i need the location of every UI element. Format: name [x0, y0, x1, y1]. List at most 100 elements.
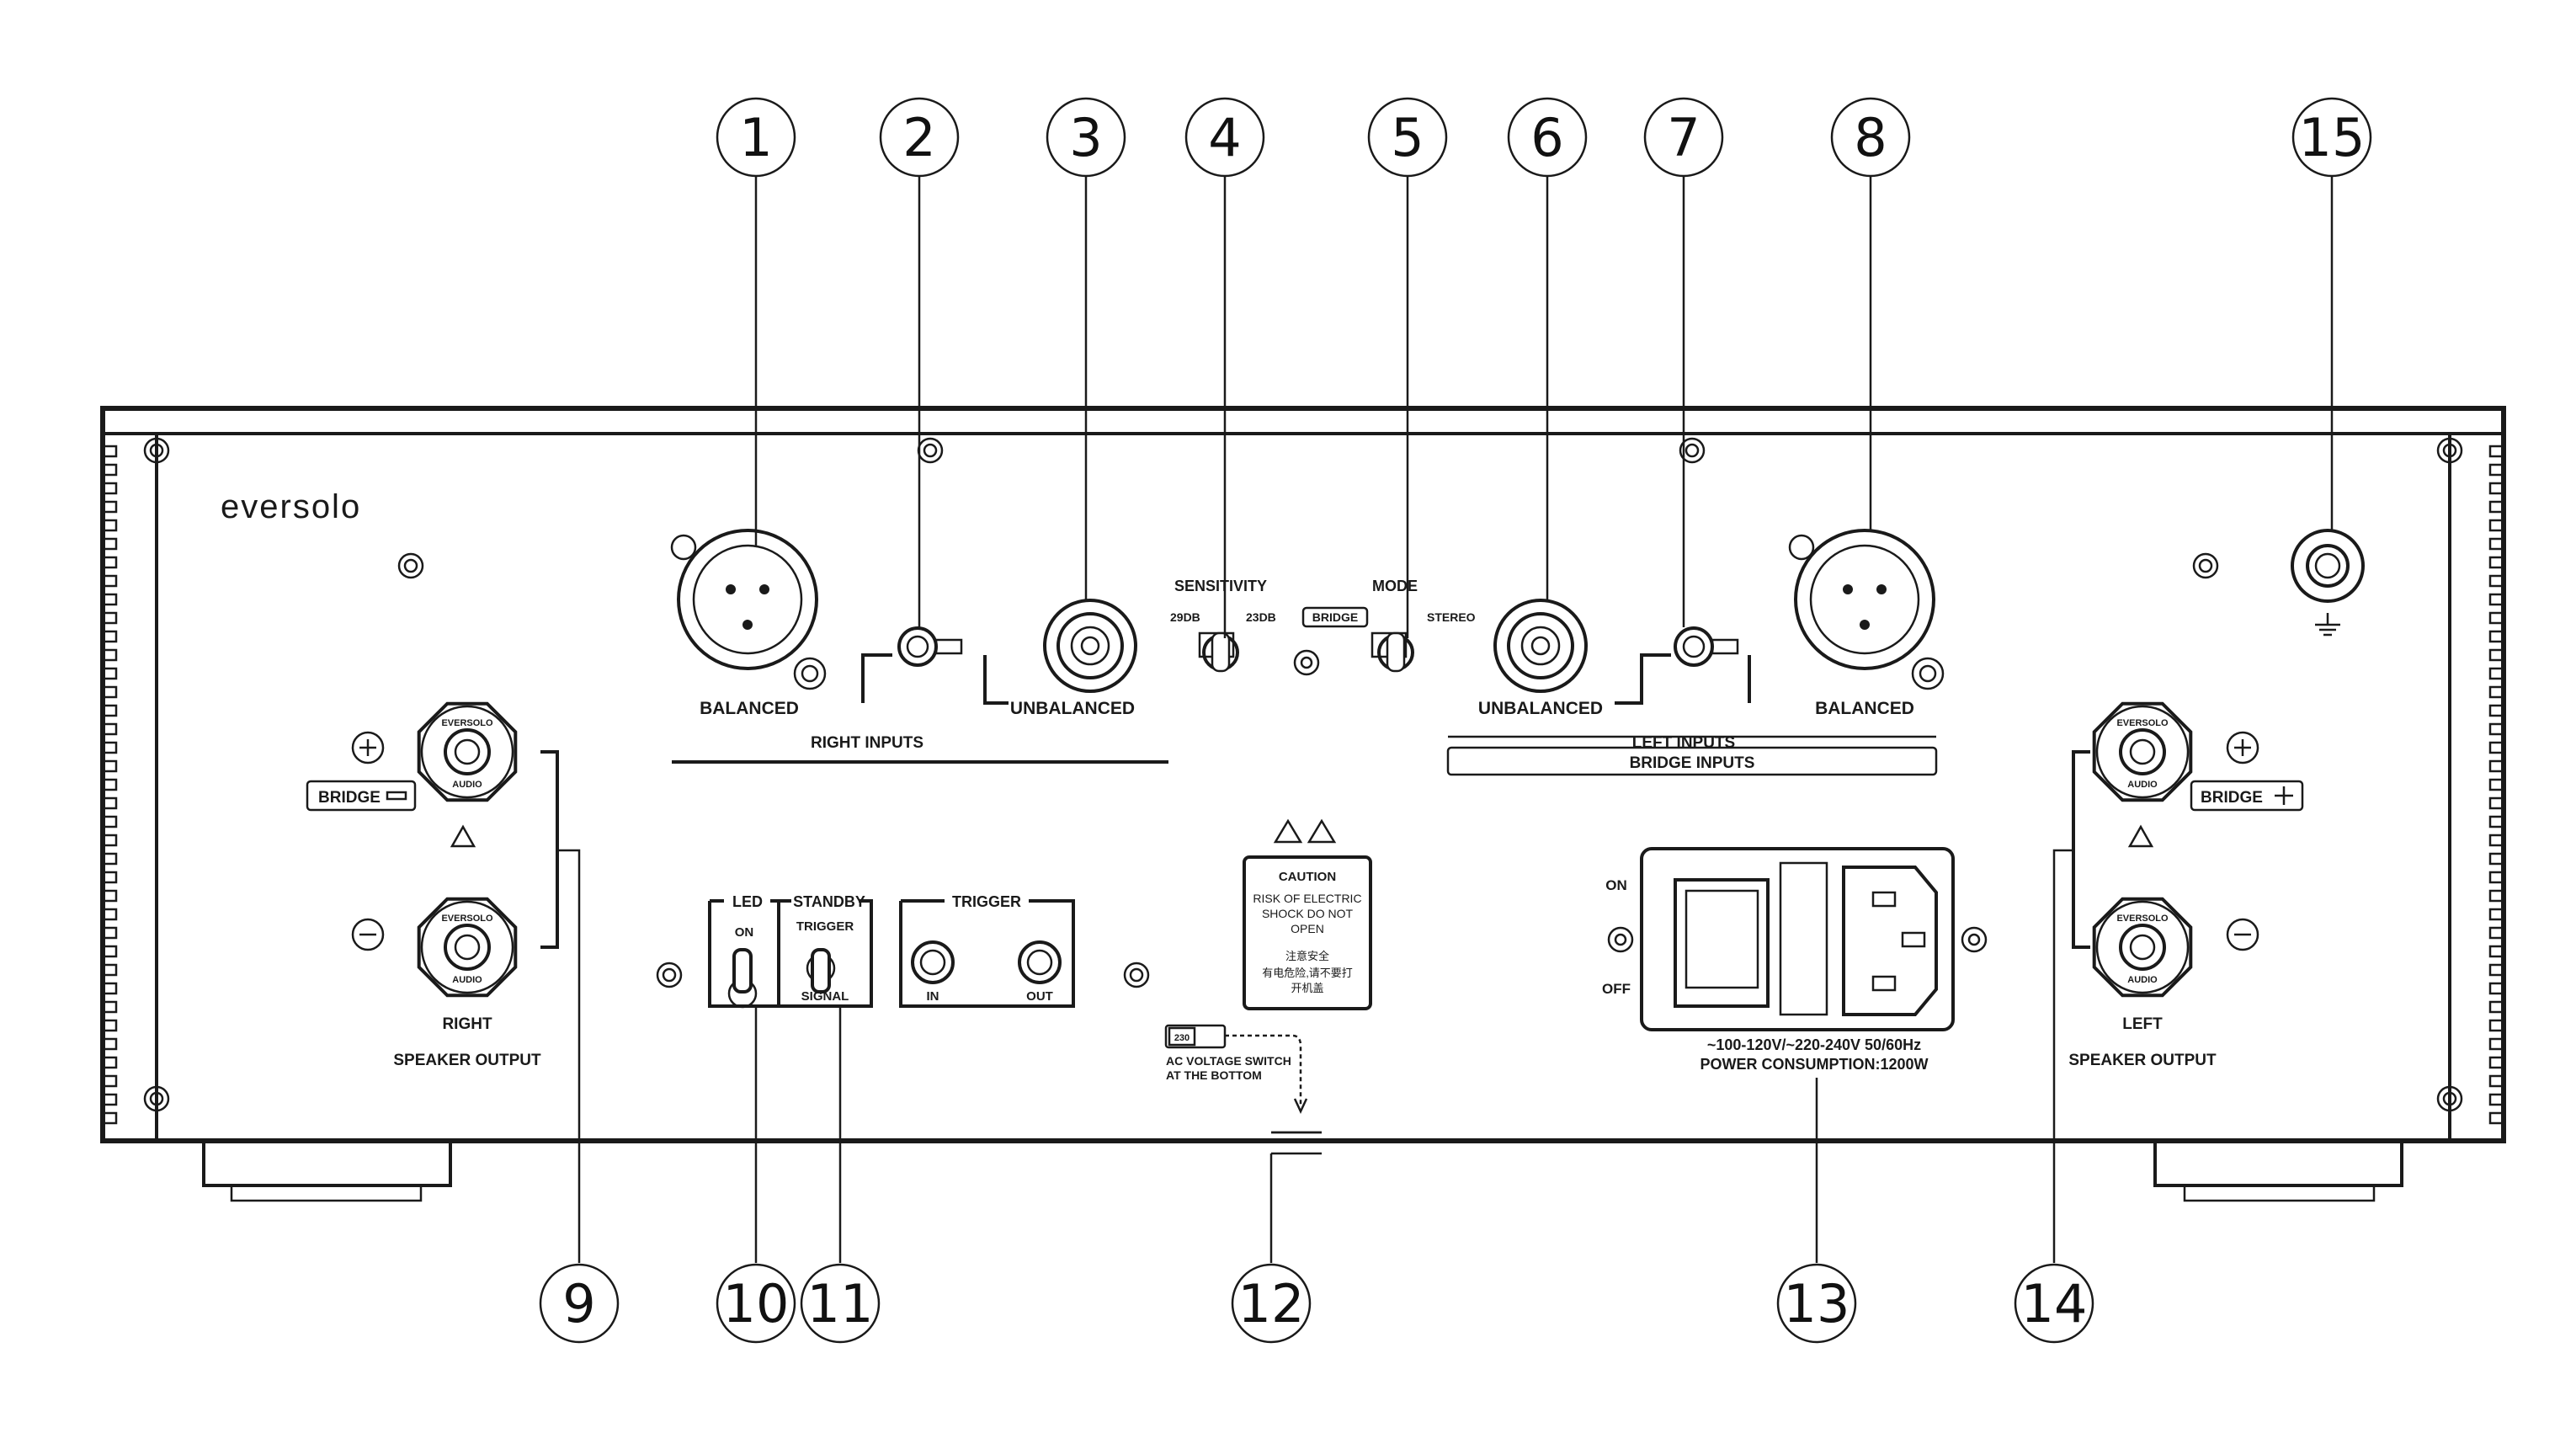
svg-text:AUDIO: AUDIO — [452, 780, 482, 790]
ground-terminal — [2291, 529, 2365, 637]
ground-icon — [2315, 613, 2340, 637]
chassis — [100, 406, 2506, 1202]
label-balanced-left: BALANCED — [1815, 699, 1914, 718]
label-power-on: ON — [1605, 877, 1627, 893]
label-trigger-out: OUT — [1026, 989, 1053, 1004]
screw-icon — [143, 437, 170, 464]
callout-4: 4 — [1184, 97, 1265, 178]
label-left-inputs: LEFT INPUTS — [1632, 734, 1735, 752]
callout-number: 13 — [1784, 1273, 1850, 1334]
svg-text:EVERSOLO: EVERSOLO — [441, 914, 493, 924]
callout-14: 14 — [2014, 1263, 2094, 1344]
label-29db: 29DB — [1170, 610, 1200, 624]
callout-3: 3 — [1046, 97, 1126, 178]
callout-12: 12 — [1231, 1263, 1312, 1344]
screw-icon — [2436, 1085, 2463, 1112]
xlr-right-balanced — [670, 529, 827, 690]
speaker-binding-posts: EVERSOLOAUDIOEVERSOLOAUDIOEVERSOLOAUDIOE… — [417, 701, 2193, 998]
callout-number: 15 — [2299, 107, 2366, 168]
callout-1: 1 — [716, 97, 796, 178]
standby-switch — [811, 948, 831, 994]
power-switch — [1674, 878, 1770, 1008]
brand-logo: eversolo — [221, 488, 361, 525]
foot-right — [2153, 1141, 2403, 1187]
label-sensitivity: SENSITIVITY — [1174, 578, 1267, 594]
toggle-left-input-select — [1615, 626, 1751, 705]
callout-15: 15 — [2291, 97, 2372, 178]
foot-left-pad — [230, 1184, 423, 1202]
toggle-right-input-select — [861, 626, 1009, 705]
callout-2: 2 — [879, 97, 960, 178]
label-bridge-plus-left: BRIDGE — [2201, 789, 2263, 807]
post-left-positive: EVERSOLO AUDIO — [2092, 701, 2193, 802]
svg-text:AC VOLTAGE SWITCH: AC VOLTAGE SWITCH — [1166, 1054, 1291, 1068]
sensitivity-switch — [1198, 631, 1239, 673]
callout-number: 11 — [807, 1273, 874, 1334]
callout-9: 9 — [539, 1263, 620, 1344]
label-unbalanced-right: UNBALANCED — [1010, 699, 1135, 718]
screw-icon — [656, 962, 683, 988]
screw-icon — [397, 552, 424, 579]
post-right-negative: EVERSOLO AUDIO — [417, 897, 518, 998]
callout-5: 5 — [1367, 97, 1448, 178]
screw-icon — [2192, 552, 2219, 579]
svg-text:AUDIO: AUDIO — [452, 975, 482, 985]
label-voltage: ~100-120V/~220-240V 50/60Hz — [1707, 1036, 1921, 1053]
screw-icon — [1679, 437, 1706, 464]
svg-text:有电危险,请不要打: 有电危险,请不要打 — [1262, 967, 1353, 979]
ac-voltage-switch-note: 230 AC VOLTAGE SWITCH AT THE BOTTOM — [1164, 1024, 1308, 1114]
label-led: LED — [732, 893, 763, 910]
svg-text:EVERSOLO: EVERSOLO — [2116, 914, 2169, 924]
label-led-on: ON — [735, 925, 754, 940]
callout-number: 3 — [1069, 107, 1102, 168]
iec-socket — [1842, 866, 1938, 1016]
label-balanced-right: BALANCED — [700, 699, 799, 718]
callout-10: 10 — [716, 1263, 796, 1344]
label-power-consumption: POWER CONSUMPTION:1200W — [1700, 1056, 1928, 1073]
callout-11: 11 — [800, 1263, 881, 1344]
svg-text:RISK OF ELECTRIC: RISK OF ELECTRIC — [1253, 892, 1361, 905]
label-speaker-output-left: SPEAKER OUTPUT — [2068, 1052, 2217, 1069]
label-bridge-minus-right: BRIDGE — [318, 789, 381, 807]
svg-text:OPEN: OPEN — [1291, 922, 1324, 935]
callout-number: 10 — [723, 1273, 790, 1334]
bridge-inputs-box — [1446, 746, 1938, 776]
caution-label: CAUTION RISK OF ELECTRIC SHOCK DO NOT OP… — [1243, 818, 1372, 1010]
callout-number: 1 — [739, 107, 772, 168]
screw-icon — [1123, 962, 1150, 988]
label-bridge-inputs: BRIDGE INPUTS — [1630, 754, 1755, 772]
screw-icon — [143, 1085, 170, 1112]
label-left: LEFT — [2122, 1015, 2163, 1033]
callout-number: 14 — [2021, 1273, 2088, 1334]
label-mode: MODE — [1372, 578, 1418, 594]
callout-number: 4 — [1208, 107, 1241, 168]
panel-screws — [143, 437, 2463, 1112]
screw-icon — [917, 437, 944, 464]
callout-7: 7 — [1643, 97, 1724, 178]
svg-text:EVERSOLO: EVERSOLO — [2116, 718, 2169, 728]
panel-screw-center — [1293, 649, 1320, 676]
label-trigger: TRIGGER — [952, 893, 1021, 910]
cooling-fins-right — [2488, 445, 2504, 1125]
label-23db: 23DB — [1246, 610, 1276, 624]
led-switch — [732, 948, 753, 994]
label-standby-trigger: TRIGGER — [796, 919, 854, 934]
svg-text:SHOCK DO NOT: SHOCK DO NOT — [1262, 907, 1354, 920]
callout-number: 5 — [1391, 107, 1424, 168]
callout-number: 8 — [1854, 107, 1887, 168]
foot-right-pad — [2183, 1184, 2376, 1202]
svg-text:AUDIO: AUDIO — [2127, 780, 2158, 790]
callout-leaders — [557, 177, 2334, 1263]
label-unbalanced-left: UNBALANCED — [1478, 699, 1603, 718]
label-power-off: OFF — [1602, 981, 1631, 997]
mode-switch — [1370, 631, 1414, 673]
callout-8: 8 — [1830, 97, 1911, 178]
label-right: RIGHT — [442, 1015, 492, 1033]
callout-number: 9 — [562, 1273, 595, 1334]
label-standby: STANDBY — [793, 893, 865, 910]
svg-text:注意安全: 注意安全 — [1285, 950, 1329, 962]
